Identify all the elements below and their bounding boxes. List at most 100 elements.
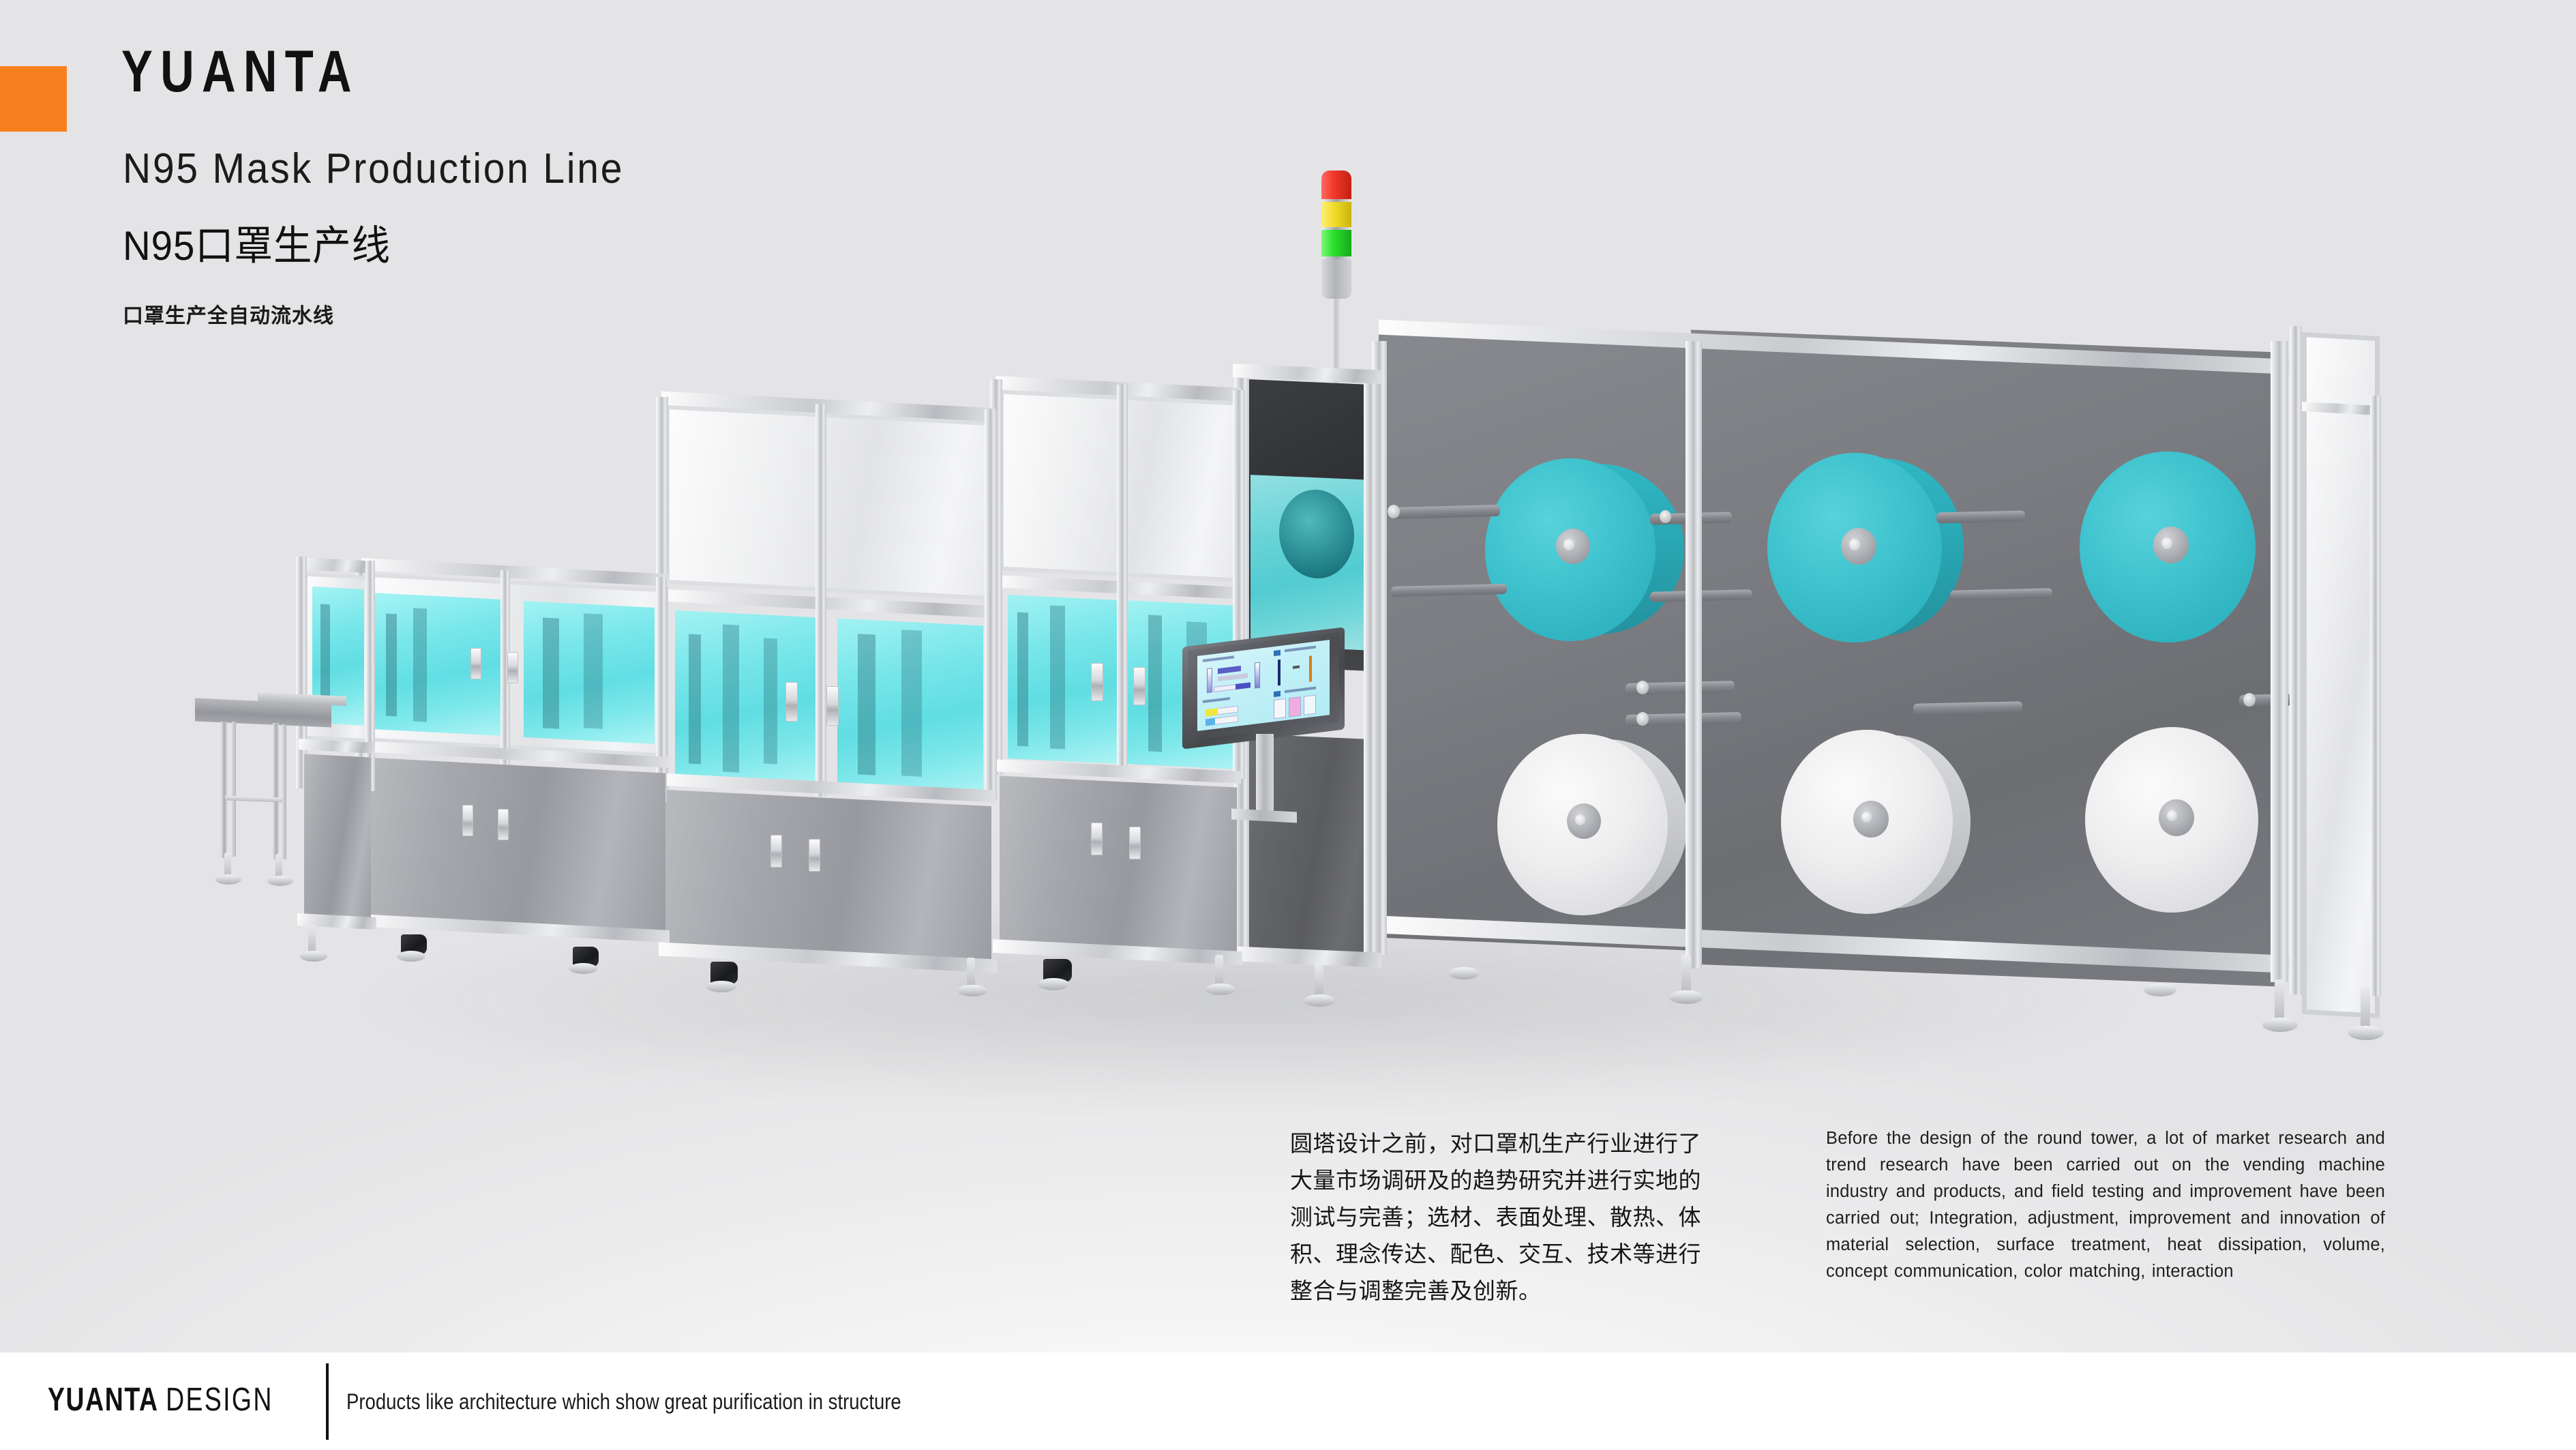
transfer-foot-pad <box>1304 994 1335 1007</box>
teal-roll-1-pin <box>1563 539 1574 550</box>
hmi-chart-bar-1 <box>1274 698 1286 720</box>
footer-logo-light: DESIGN <box>166 1382 273 1418</box>
hmi-chart-bar-3 <box>1304 694 1316 715</box>
station-3-internal-part-e <box>901 630 922 777</box>
tower-foot-pad-1 <box>1669 990 1703 1004</box>
tower-wing-post-b <box>2370 395 2381 996</box>
station-2-cabinet-handle-left[interactable] <box>462 805 473 836</box>
tower-foot-pad-5 <box>2144 983 2176 996</box>
station-3-door-handle-left[interactable] <box>785 682 798 722</box>
station-2-door-handle-left[interactable] <box>470 648 481 679</box>
hmi-chart-bar-2 <box>1289 696 1301 717</box>
roll-shaft-e-cap <box>1636 681 1649 694</box>
station-2-lower-cabinet <box>365 757 665 934</box>
brand-wordmark: YUANTA <box>121 39 359 104</box>
station-3-internal-part-a <box>689 634 701 765</box>
station-3-upper-panel <box>665 404 991 601</box>
conveyor-foot-pad-2 <box>267 876 293 886</box>
station-2-internal-part-b <box>413 608 427 722</box>
footer-logo: YUANTA DESIGN <box>48 1381 273 1419</box>
hmi-label-d <box>1285 686 1316 694</box>
tower-foot-pad-4 <box>1448 967 1480 979</box>
signal-tower-red-light <box>1321 171 1351 199</box>
station-4-post-mid <box>1117 385 1128 775</box>
station-3-foot-pad <box>706 981 736 992</box>
footer-logo-bold: YUANTA <box>48 1382 158 1418</box>
station-1-post-left <box>296 557 307 788</box>
teal-roll-2-pin <box>1849 539 1860 550</box>
station-4-foot-pad-2 <box>1205 983 1235 995</box>
tower-foot-pad-2 <box>2262 1018 2298 1032</box>
tower-foot-stem-3 <box>2361 988 2370 1030</box>
hmi-icon-a <box>1274 649 1280 657</box>
station-2-door-handle-right[interactable] <box>507 652 518 683</box>
station-3-door-handle-right[interactable] <box>826 686 839 726</box>
conveyor-leg-1 <box>221 722 227 858</box>
roll-shaft-a-cap <box>1388 505 1400 518</box>
station-4-cabinet-handle-right[interactable] <box>1129 827 1141 859</box>
signal-tower-ring-1 <box>1321 198 1351 202</box>
station-2-foot-pad-2 <box>569 963 597 974</box>
hmi-slider-2-fill <box>1205 717 1215 726</box>
white-roll-2-pin <box>1861 812 1872 823</box>
station-2-internal-part-d <box>584 613 603 729</box>
footer-tagline: Products like architecture which show gr… <box>346 1389 901 1414</box>
description-chinese: 圆塔设计之前，对口罩机生产行业进行了 大量市场调研及的趋势研究并进行实地的 测试… <box>1290 1131 1701 1303</box>
conveyor-foot-stem-2 <box>275 854 282 880</box>
hmi-label-b <box>1285 645 1316 653</box>
page-subtitle-chinese: 口罩生产全自动流水线 <box>123 305 334 327</box>
station-2-internal-part-a <box>386 613 397 717</box>
hmi-needle-1 <box>1278 659 1280 686</box>
conveyor-foot-pad-1 <box>215 874 241 885</box>
station-3-cabinet-handle-right[interactable] <box>809 839 820 872</box>
white-roll-1-pin <box>1575 814 1585 825</box>
tower-frame-post-mid <box>1686 341 1702 968</box>
page-title-english: N95 Mask Production Line <box>123 145 625 192</box>
hmi-marker <box>1293 665 1300 669</box>
station-3-lower-cabinet <box>665 789 991 964</box>
hmi-icon-b <box>1274 690 1280 698</box>
station-4-door-handle-left[interactable] <box>1091 663 1103 701</box>
tower-foot-stem-1 <box>1681 955 1691 994</box>
station-2-internal-part-c <box>543 617 559 729</box>
signal-tower-ring-3 <box>1321 255 1351 259</box>
station-1-foot-stem <box>308 925 316 955</box>
station-3-caster <box>710 962 738 984</box>
station-3-internal-part-c <box>764 638 777 765</box>
conveyor-leg-1b <box>232 722 236 857</box>
footer-divider <box>326 1363 329 1440</box>
roll-shaft-g <box>1936 510 2025 524</box>
station-2-foot-pad-1 <box>397 951 425 962</box>
station-1-lower-cabinet <box>304 754 371 920</box>
station-4-cabinet-handle-left[interactable] <box>1091 823 1103 855</box>
description-english: Before the design of the round tower, a … <box>1826 1129 2385 1281</box>
roll-shaft-c-cap <box>1660 510 1671 523</box>
hmi-label-c <box>1203 697 1230 703</box>
station-2-cabinet-handle-right[interactable] <box>498 809 509 840</box>
transfer-foot-stem <box>1315 963 1323 998</box>
hmi-bar-3-fill <box>1235 682 1250 690</box>
station-4-internal-part-c <box>1148 615 1162 752</box>
station-3-cabinet-handle-left[interactable] <box>770 835 782 868</box>
station-1-post-right <box>365 561 375 791</box>
roll-shaft-j-cap <box>2243 693 2256 707</box>
signal-tower-green-light <box>1321 229 1351 256</box>
hmi-stand-post <box>1256 734 1274 816</box>
tower-frame-post-right <box>2271 341 2288 982</box>
station-4-foot-stem <box>1215 955 1223 988</box>
tower-foot-pad-3 <box>2348 1026 2384 1040</box>
roll-shaft-i <box>1913 701 2022 715</box>
hmi-bar-2 <box>1218 672 1248 682</box>
page-footer: YUANTA DESIGN Products like architecture… <box>0 1352 2576 1450</box>
station-2-post-right <box>656 577 667 802</box>
hmi-gauge-2 <box>1255 662 1260 689</box>
conveyor-leg-2 <box>273 723 279 859</box>
station-4-lower-cabinet <box>1000 775 1237 956</box>
accent-block <box>0 66 67 132</box>
signal-tower-base <box>1321 258 1351 299</box>
station-4-door-handle-right[interactable] <box>1133 667 1145 705</box>
conveyor-foot-stem-1 <box>224 853 231 878</box>
white-roll-3-pin <box>2167 810 2177 821</box>
station-3-internal-part-b <box>723 624 739 773</box>
